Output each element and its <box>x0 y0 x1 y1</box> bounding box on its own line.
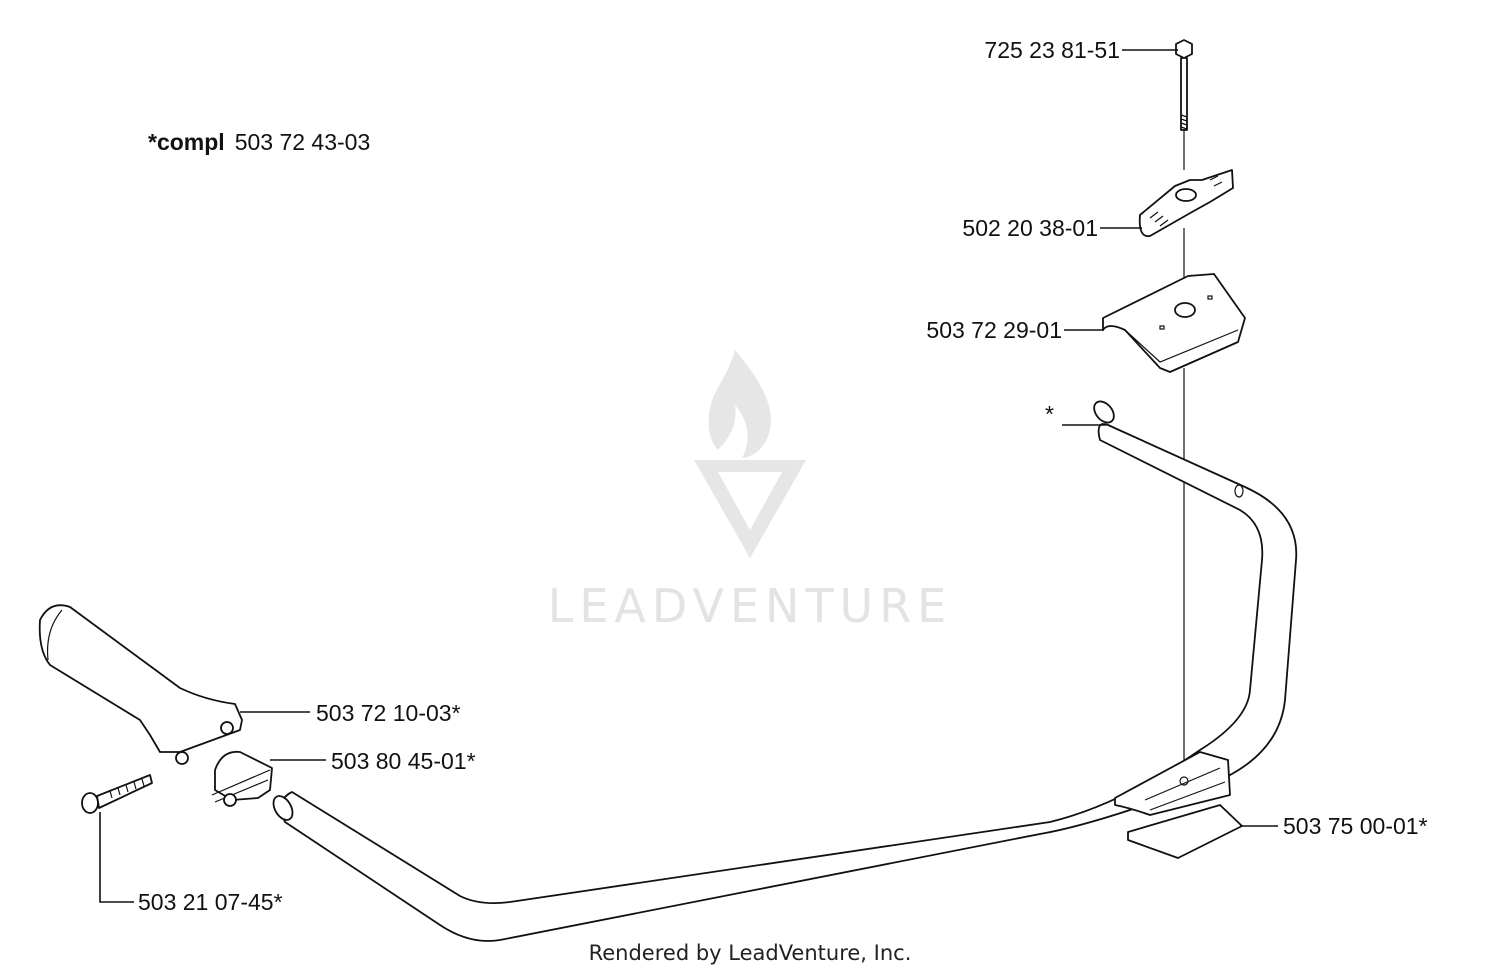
assembly-note: *compl 503 72 43-03 <box>148 129 370 155</box>
lower-clamp-part <box>1114 751 1243 859</box>
label-lower-clamp: 503 75 00-01* <box>1283 813 1428 839</box>
footer-credit: Rendered by LeadVenture, Inc. <box>589 941 912 965</box>
label-grip: 503 72 10-03* <box>316 700 461 726</box>
assembly-note-part-number: 503 72 43-03 <box>235 129 371 155</box>
watermark: LEADVENTURE <box>548 350 953 633</box>
handle-hole <box>1234 484 1244 498</box>
leader-screw <box>99 812 134 903</box>
wing-knob-part <box>1138 169 1234 238</box>
grip-part <box>38 604 243 765</box>
upper-clamp-part <box>1102 273 1246 373</box>
screw-part <box>81 774 153 814</box>
assembly-note-prefix: *compl <box>148 129 225 155</box>
label-bolt: 725 23 81-51 <box>984 37 1120 63</box>
handle-bar-part <box>272 400 1298 942</box>
bolt-part <box>1175 39 1193 131</box>
watermark-v-icon <box>694 460 806 558</box>
watermark-text: LEADVENTURE <box>548 579 953 633</box>
label-screw: 503 21 07-45* <box>138 889 283 915</box>
label-handle-asterisk: * <box>1045 401 1054 427</box>
watermark-flame-icon <box>708 350 771 458</box>
label-upper-clamp: 503 72 29-01 <box>926 317 1062 343</box>
label-wing-knob: 502 20 38-01 <box>962 215 1098 241</box>
label-grip-clamp: 503 80 45-01* <box>331 748 476 774</box>
grip-clamp-part <box>211 750 273 807</box>
